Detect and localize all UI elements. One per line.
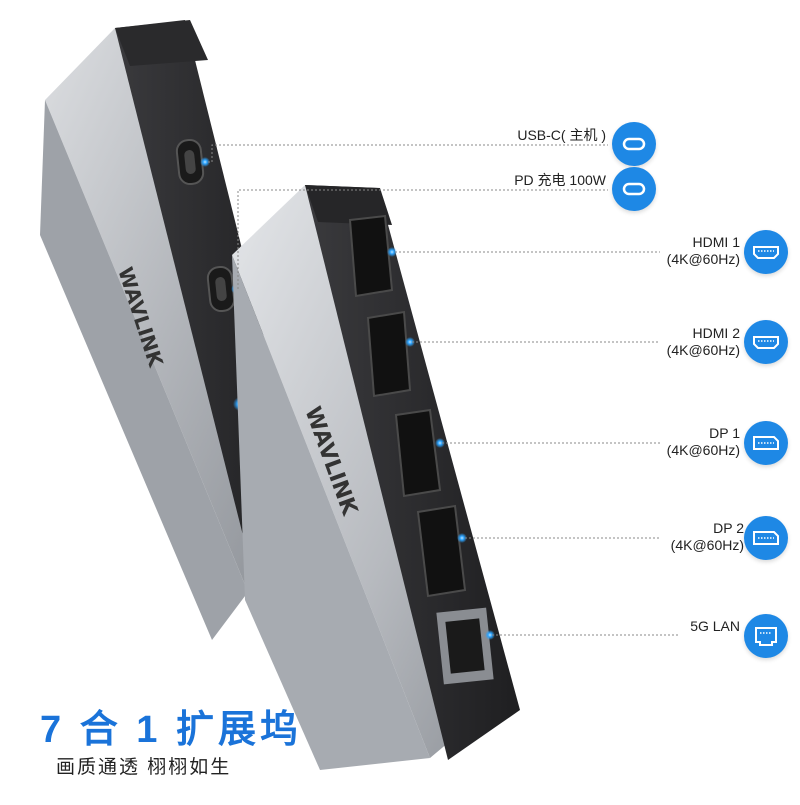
ethernet-icon xyxy=(744,614,788,658)
hdmi-icon xyxy=(744,320,788,364)
port-label-dp-1: DP 1 (4K@60Hz) xyxy=(667,425,740,459)
port-label-line2: (4K@60Hz) xyxy=(666,251,740,267)
displayport-icon xyxy=(744,516,788,560)
hdmi-icon xyxy=(744,230,788,274)
usb-c-icon xyxy=(612,122,656,166)
port-label-line1: HDMI 1 xyxy=(692,234,740,250)
headline: 7 合 1 扩展坞 xyxy=(40,709,302,751)
port-label-line1: 5G LAN xyxy=(690,618,740,634)
back-dock: WAVLINK xyxy=(40,20,300,640)
usb-c-icon xyxy=(612,167,656,211)
port-label-line1: HDMI 2 xyxy=(692,325,740,341)
port-label-pd-charge: PD 充电 100W xyxy=(514,172,606,189)
port-label-dp-2: DP 2 (4K@60Hz) xyxy=(671,520,744,554)
port-label-hdmi-2: HDMI 2 (4K@60Hz) xyxy=(667,325,740,359)
displayport-icon xyxy=(744,421,788,465)
port-label-line2: (4K@60Hz) xyxy=(666,342,740,358)
subheadline: 画质通透 栩栩如生 xyxy=(56,757,232,778)
port-label-usb-c-host: USB-C( 主机 ) xyxy=(517,127,606,144)
port-label-hdmi-1: HDMI 1 (4K@60Hz) xyxy=(667,234,740,268)
port-label-line1: PD 充电 100W xyxy=(514,172,606,188)
leader-lines xyxy=(208,144,680,636)
port-label-line1: DP 1 xyxy=(709,425,740,441)
port-label-line1: USB-C( 主机 ) xyxy=(517,127,606,143)
port-label-line2: (4K@60Hz) xyxy=(666,442,740,458)
port-label-line2: (4K@60Hz) xyxy=(670,537,744,553)
port-label-5g-lan: 5G LAN xyxy=(690,618,740,635)
port-label-line1: DP 2 xyxy=(713,520,744,536)
front-dock: WAVLINK xyxy=(232,185,520,770)
